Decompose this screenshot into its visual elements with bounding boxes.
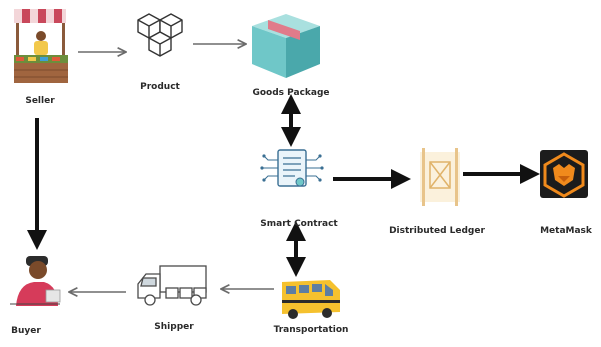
label-transportation: Transportation bbox=[273, 325, 349, 335]
label-shipper: Shipper bbox=[154, 322, 194, 332]
market-stall-seller-icon bbox=[14, 9, 68, 83]
label-smart-contract: Smart Contract bbox=[260, 219, 338, 229]
label-goods-package: Goods Package bbox=[252, 88, 330, 98]
buyer-person-icon bbox=[10, 256, 61, 306]
contract-document-icon bbox=[260, 149, 324, 187]
cubes-icon bbox=[137, 13, 183, 57]
label-buyer: Buyer bbox=[11, 326, 41, 336]
metamask-fox-icon bbox=[540, 150, 588, 198]
school-bus-icon bbox=[282, 280, 340, 319]
label-distributed-ledger: Distributed Ledger bbox=[389, 226, 485, 236]
label-product: Product bbox=[140, 82, 180, 92]
ledger-icon bbox=[420, 148, 460, 206]
package-box-icon bbox=[252, 14, 320, 78]
delivery-truck-icon bbox=[137, 265, 207, 306]
label-metamask: MetaMask bbox=[540, 226, 592, 236]
label-seller: Seller bbox=[25, 96, 55, 106]
